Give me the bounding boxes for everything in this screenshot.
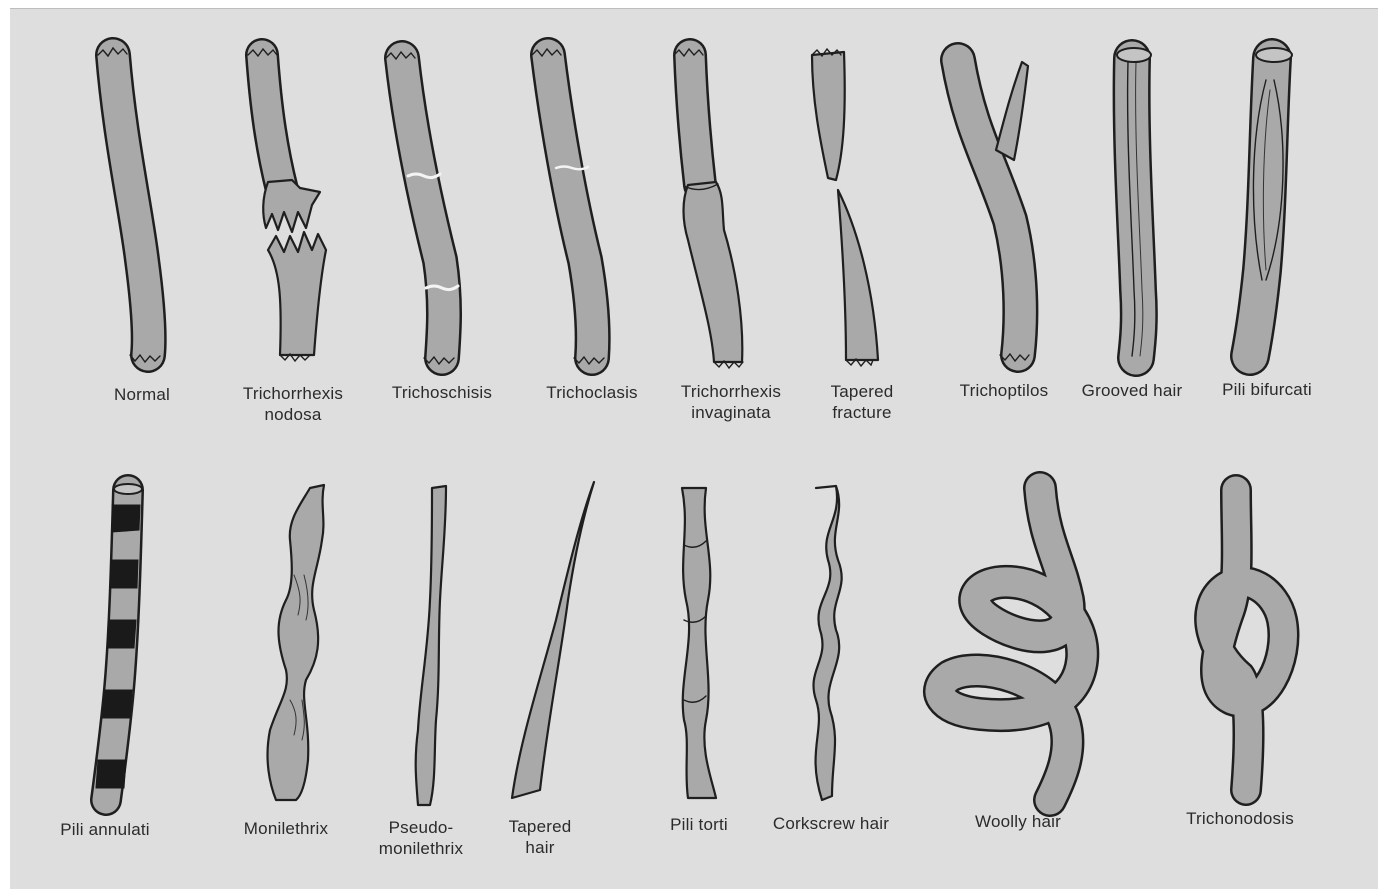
label-monilethrix: Monilethrix	[244, 818, 328, 839]
corkscrew-hair-drawing	[814, 486, 842, 800]
tapered-hair-drawing	[512, 482, 594, 798]
label-pseudo-monilethrix: Pseudo-monilethrix	[379, 817, 463, 859]
trichorrhexis-nodosa-hair-drawing	[248, 49, 326, 361]
pseudo-monilethrix-hair-drawing	[416, 486, 446, 805]
pili-torti-hair-drawing	[682, 488, 716, 798]
label-normal: Normal	[114, 384, 170, 405]
label-grooved-hair: Grooved hair	[1082, 380, 1183, 401]
label-pili-bifurcati: Pili bifurcati	[1222, 379, 1312, 400]
label-pili-annulati: Pili annulati	[60, 819, 150, 840]
label-woolly-hair: Woolly hair	[975, 811, 1061, 832]
label-trichonodosis: Trichonodosis	[1186, 808, 1294, 829]
trichoclasis-hair-drawing	[532, 49, 604, 364]
monilethrix-hair-drawing	[268, 485, 324, 800]
tapered-fracture-hair-drawing	[812, 49, 878, 366]
label-trichoschisis: Trichoschisis	[392, 382, 492, 403]
label-trichoptilos: Trichoptilos	[960, 380, 1049, 401]
pili-bifurcati-hair-drawing	[1250, 48, 1292, 356]
label-corkscrew-hair: Corkscrew hair	[773, 813, 889, 834]
label-pili-torti: Pili torti	[670, 814, 728, 835]
grooved-hair-drawing	[1117, 48, 1151, 358]
trichoptilos-hair-drawing	[958, 60, 1029, 361]
pili-annulati-hair-drawing	[96, 484, 142, 800]
trichonodosis-hair-drawing	[1210, 490, 1283, 790]
label-trichoclasis: Trichoclasis	[546, 382, 638, 403]
trichoschisis-hair-drawing	[386, 52, 458, 364]
trichorrhexis-invaginata-hair-drawing	[674, 49, 743, 368]
normal-hair-drawing	[98, 48, 160, 362]
woolly-hair-drawing	[940, 488, 1082, 800]
